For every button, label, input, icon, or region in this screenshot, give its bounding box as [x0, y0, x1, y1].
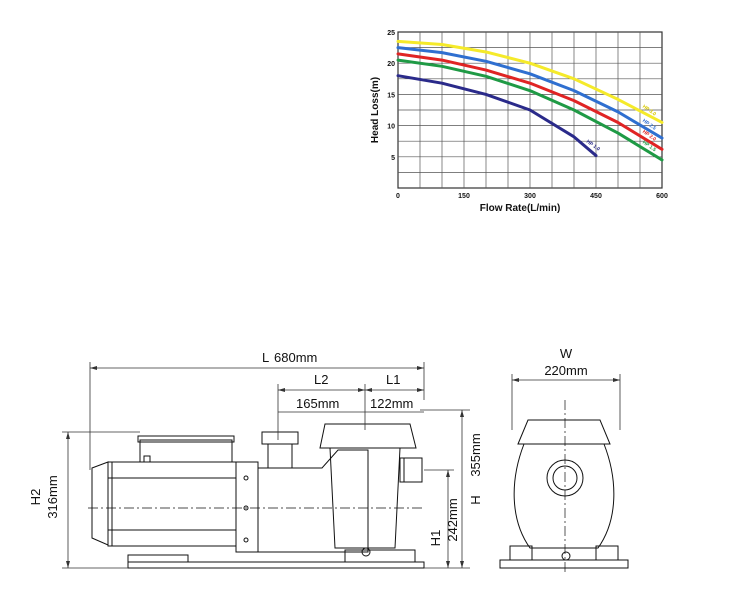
- chart-y-tick-label: 10: [387, 124, 395, 131]
- pump-front-view: [499, 400, 629, 575]
- front-foot-left: [509, 545, 533, 561]
- chart-y-tick-label: 20: [387, 61, 395, 68]
- chart-series-line: [396, 39, 664, 124]
- strainer-pot: [329, 447, 401, 549]
- drain-plug: [361, 547, 371, 557]
- dim-L1-value: 122mm: [370, 396, 413, 411]
- chart-ticks: 0 150 300 450 600 5 10 15 20 25: [387, 30, 668, 200]
- chart-x-tick-label: 600: [656, 193, 668, 200]
- dim-H2-value: 316mm: [45, 475, 60, 518]
- base-plate: [127, 561, 425, 569]
- outlet-pipe: [399, 457, 423, 483]
- dim-W-label: W: [560, 346, 573, 361]
- pump-side-view: [88, 423, 425, 569]
- dim-W-value: 220mm: [544, 363, 587, 378]
- inlet-pipe: [261, 431, 299, 445]
- chart-x-tick-label: 300: [524, 193, 536, 200]
- front-foot-right: [595, 545, 619, 561]
- chart-y-tick-label: 5: [391, 155, 395, 162]
- chart-x-axis-label: Flow Rate(L/min): [480, 203, 561, 214]
- chart-y-tick-label: 25: [387, 30, 395, 37]
- front-drain: [561, 551, 571, 561]
- front-base-plate: [499, 559, 629, 569]
- front-lid: [517, 419, 611, 445]
- dim-H1-value: 242mm: [445, 498, 460, 541]
- dim-H-label: H: [468, 495, 483, 504]
- dim-L1-label: L1: [386, 372, 400, 387]
- chart-series-line: [396, 46, 664, 140]
- motor-rear-cap: [91, 461, 109, 546]
- base-foot-right: [344, 549, 416, 563]
- chart-x-tick-label: 450: [590, 193, 602, 200]
- strainer-lid: [319, 423, 417, 449]
- dimension-lines: [62, 362, 621, 569]
- dim-L-label: L: [262, 350, 269, 365]
- dim-H-value: 355mm: [468, 433, 483, 476]
- dim-H1-label: H1: [428, 530, 443, 547]
- chart-y-axis-label: Head Loss(m): [370, 77, 381, 143]
- terminal-box: [139, 439, 233, 463]
- chart-series: [396, 39, 664, 162]
- dimension-arrows: [66, 366, 620, 568]
- chart-series-line: [396, 52, 664, 151]
- dim-L-value: 680mm: [274, 350, 317, 365]
- pump-housing: [257, 449, 369, 553]
- chart-x-tick-label: 0: [396, 193, 400, 200]
- motor-body: [107, 461, 237, 547]
- chart-x-tick-label: 150: [458, 193, 470, 200]
- front-body: [513, 443, 615, 549]
- base-foot-left: [127, 554, 189, 563]
- dim-L2-value: 165mm: [296, 396, 339, 411]
- chart-series-line: [396, 74, 598, 158]
- chart-series-line: [396, 58, 664, 162]
- chart-grid: [397, 31, 663, 189]
- dim-H2-label: H2: [28, 489, 43, 506]
- chart-y-tick-label: 15: [387, 92, 395, 99]
- dim-L2-label: L2: [314, 372, 328, 387]
